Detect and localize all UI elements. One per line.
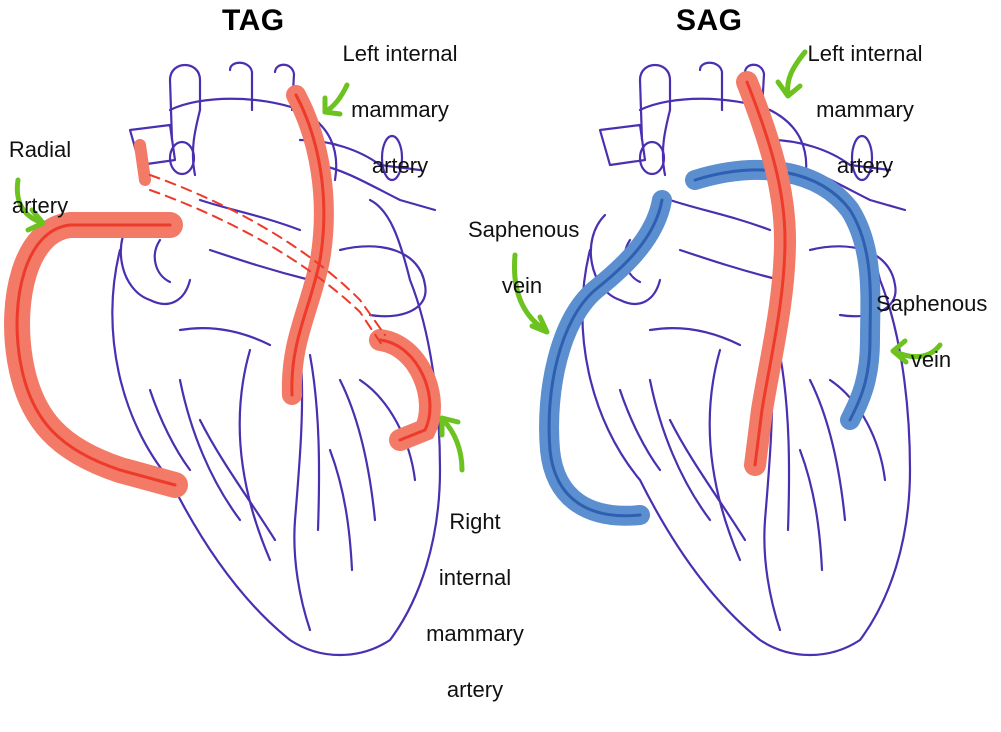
label-saphenous-vein-right: Saphenous vein [876,262,986,402]
label-radial-artery: Radial artery [4,108,76,248]
panel-title-sag: SAG [676,4,743,38]
label-left-ima-sag: Left internal mammary artery [790,12,940,208]
label-right-ima: Right internal mammary artery [410,480,540,732]
panel-title-tag: TAG [222,4,285,38]
left-ima-graft-tag [292,95,324,395]
label-left-ima-tag: Left internal mammary artery [325,12,475,208]
label-saphenous-vein-left: Saphenous vein [468,188,576,328]
cabg-diagram: TAG SAG Left internal mammary artery Rad… [0,0,1001,675]
arrow-right-ima [442,418,462,470]
